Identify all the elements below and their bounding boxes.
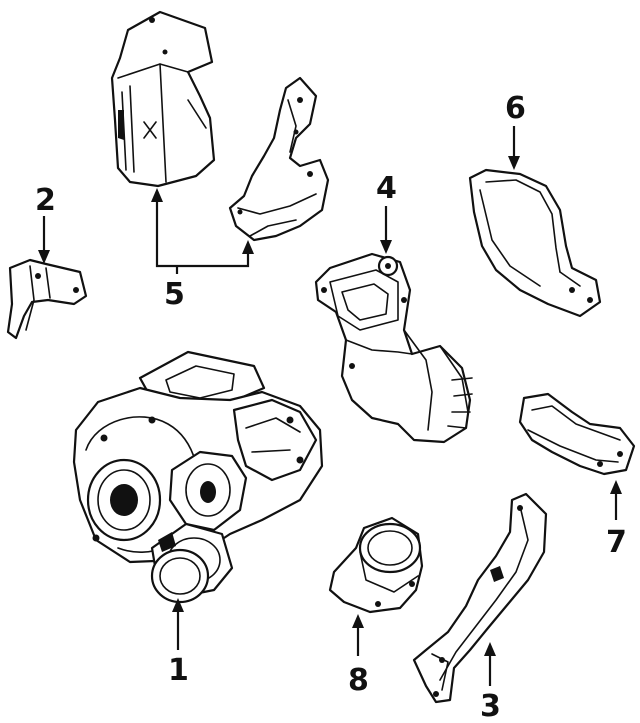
callout-4: 4 [376,171,397,206]
part-3-bracket-long [412,492,548,704]
part-6-heat-shield [468,168,602,318]
callout-4-leader [380,206,392,254]
callout-1-leader [172,598,184,650]
callout-8-leader [352,614,364,656]
callout-5: 5 [164,277,185,312]
part-7-heat-shield-small [518,392,636,476]
callout-1: 1 [168,653,189,688]
part-8-inlet-adapter [328,516,424,614]
callout-7: 7 [606,525,627,560]
callout-5-leaders [151,188,254,274]
part-4-outlet-elbow [314,252,473,444]
callout-8: 8 [348,663,369,698]
callout-3: 3 [480,689,501,723]
part-5-heat-shield-upper-right [228,76,330,242]
callout-7-leader [610,480,622,520]
callout-2-leader [38,216,50,264]
callout-6-leader [508,126,520,170]
part-5-heat-shield-upper-left [110,10,216,188]
callout-3-leader [484,642,496,686]
part-2-bracket [6,258,88,340]
part-1-turbocharger [72,350,324,604]
callout-2: 2 [35,183,56,218]
callout-6: 6 [505,91,526,126]
